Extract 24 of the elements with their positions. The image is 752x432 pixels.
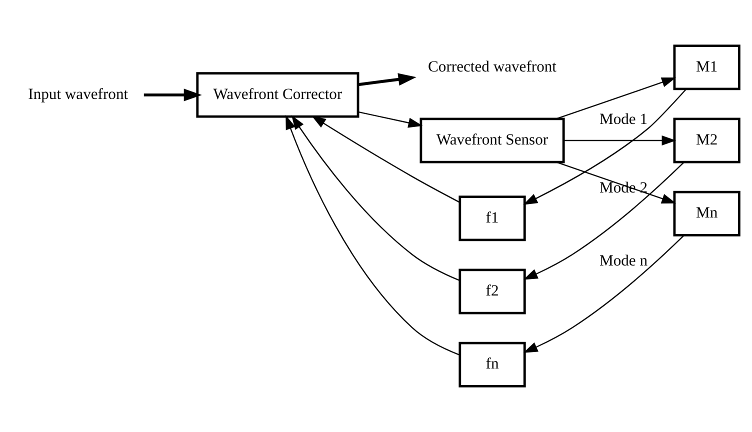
arrow: [286, 115, 460, 356]
arrow: [358, 111, 423, 128]
arrow: [556, 77, 676, 120]
arrow: [523, 88, 687, 205]
arrow: [523, 234, 684, 353]
arrow: [556, 162, 676, 204]
arrow: [523, 162, 684, 280]
node-box: f1: [458, 196, 526, 242]
node-box: M1: [673, 44, 740, 90]
node-box: f2: [458, 268, 526, 314]
arrow: [311, 116, 460, 203]
edge-label: Mode n: [600, 252, 648, 270]
edge-label: Mode 1: [600, 111, 648, 128]
arrow: [291, 115, 460, 282]
node-text: Corrected wavefront: [428, 58, 556, 76]
arrow: [564, 135, 676, 146]
arrow: [144, 88, 202, 102]
node-box: Wavefront Corrector: [196, 72, 360, 118]
node-text: Input wavefront: [28, 86, 128, 104]
node-box: M2: [673, 118, 740, 164]
node-box: Mn: [673, 190, 740, 236]
node-box: Wavefront Sensor: [420, 118, 565, 164]
node-box: fn: [458, 342, 526, 388]
arrow: [358, 73, 416, 86]
